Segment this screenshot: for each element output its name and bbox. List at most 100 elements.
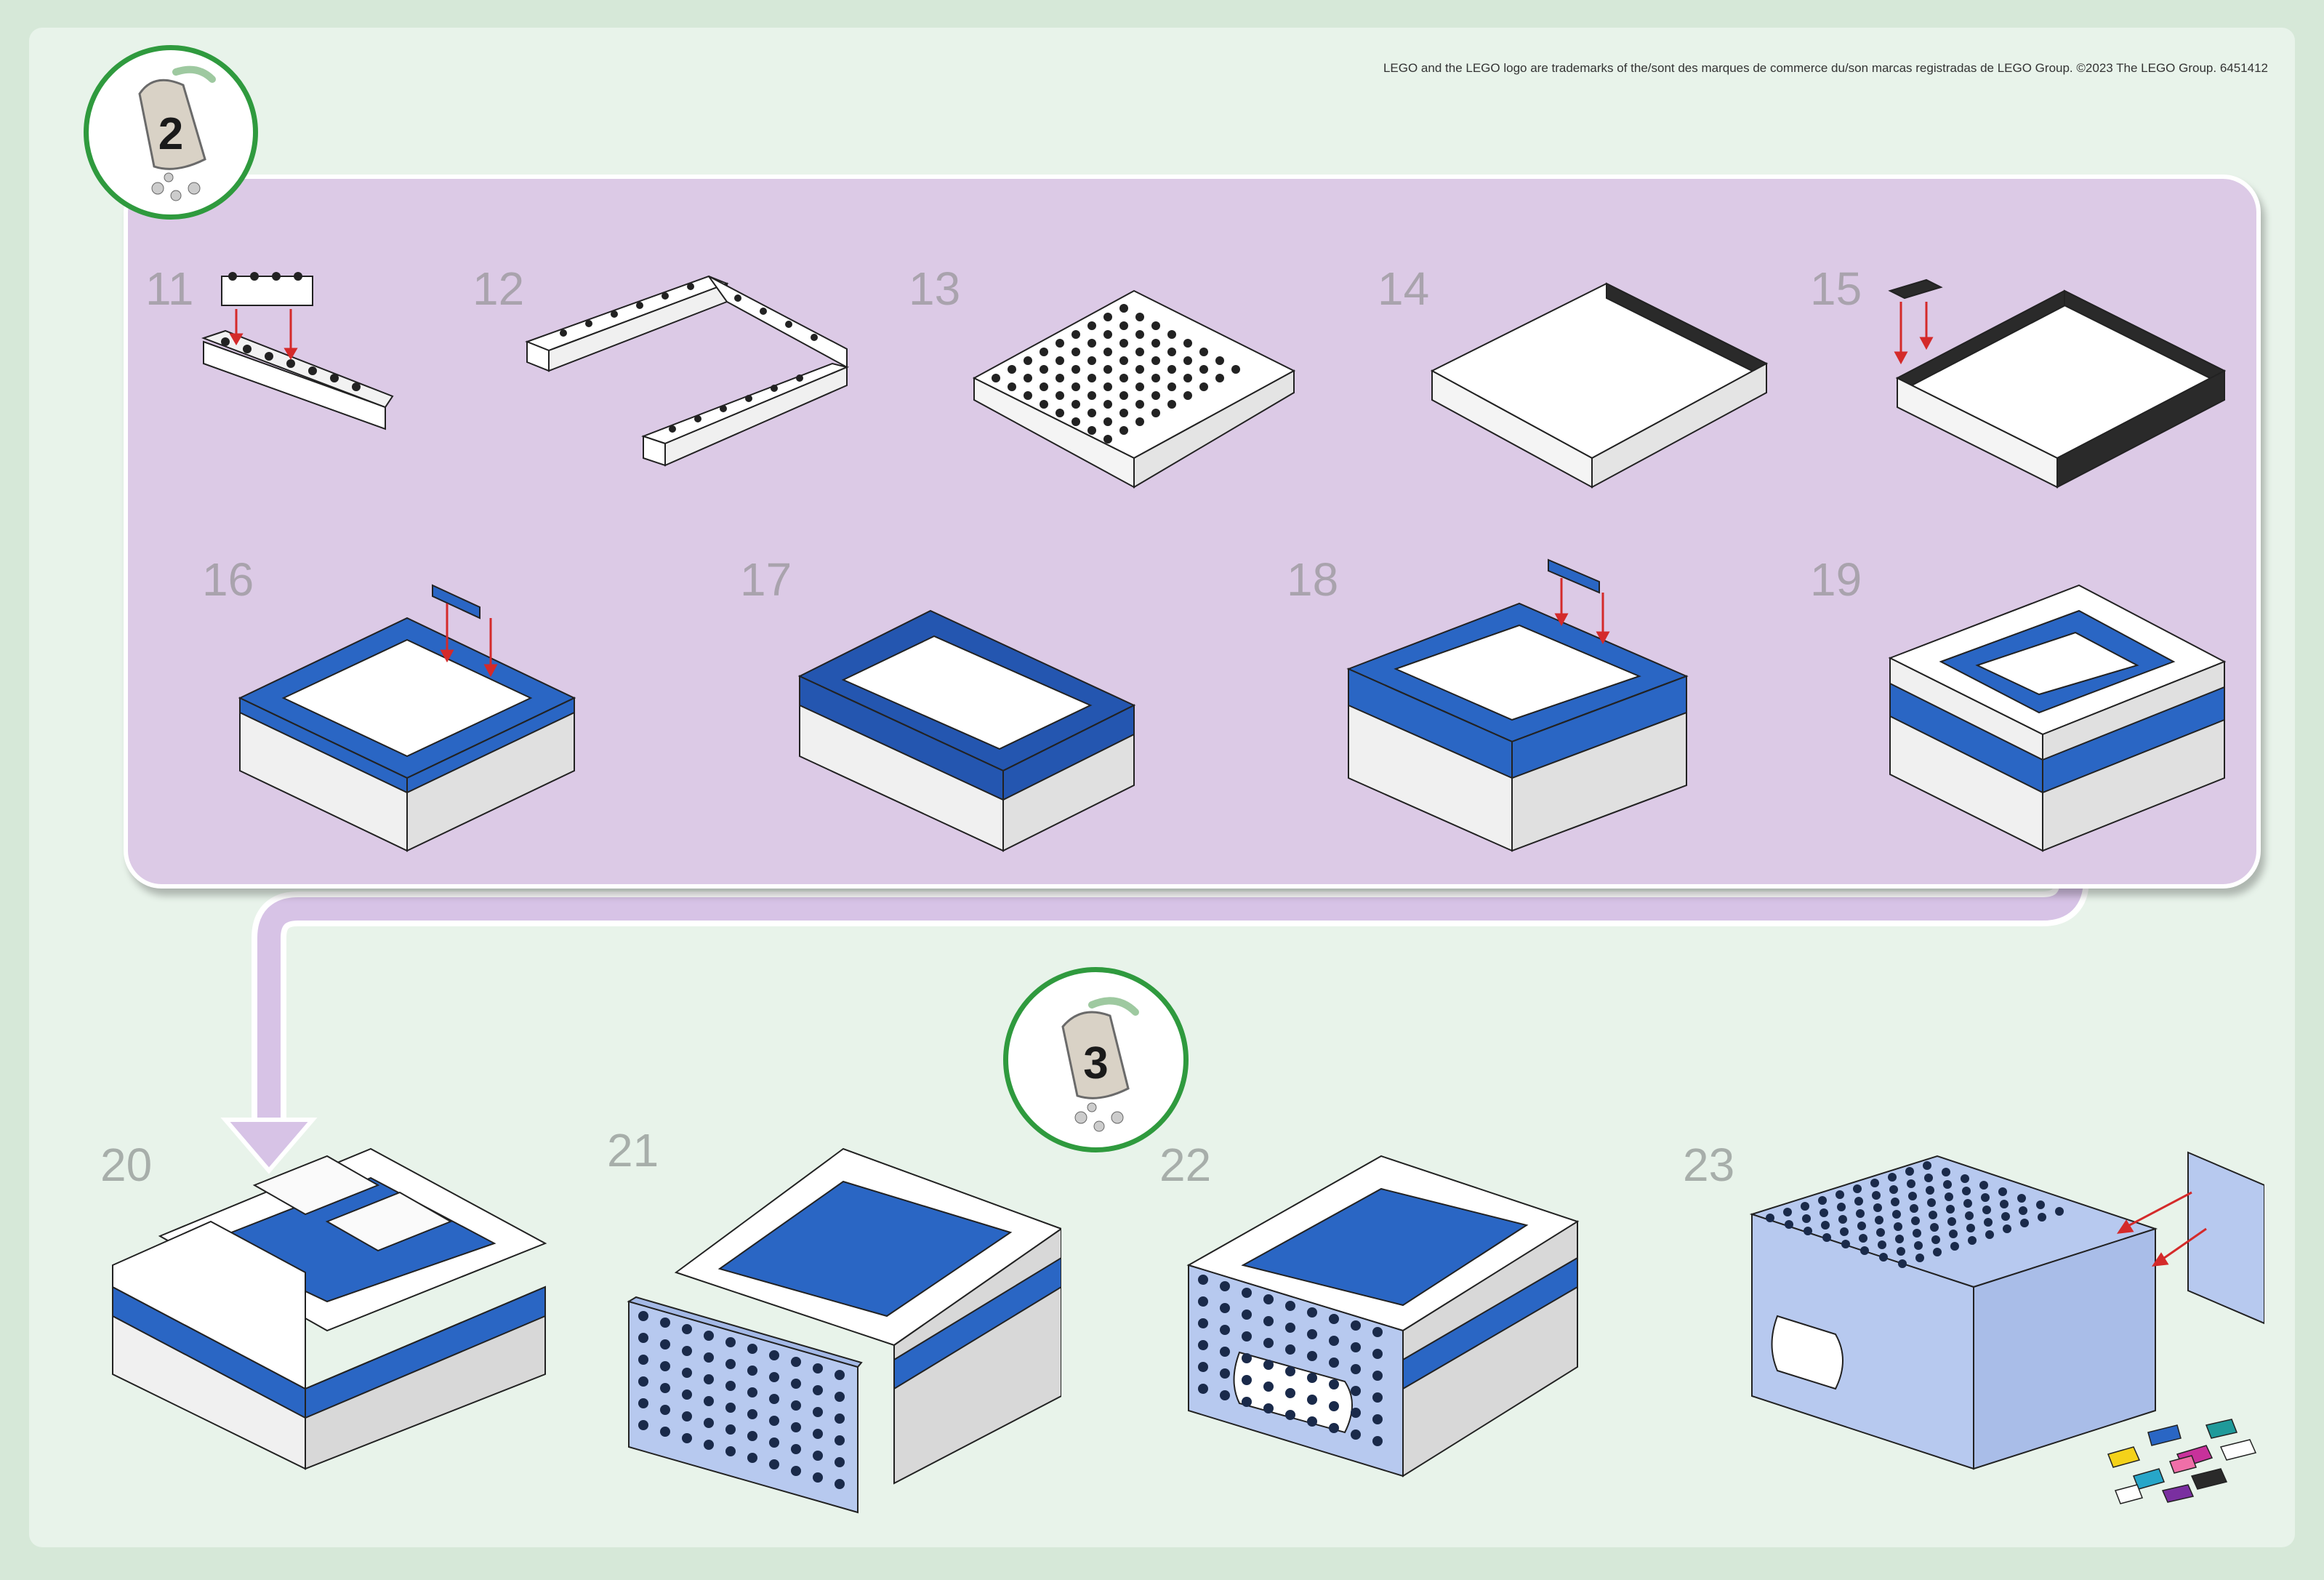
- stud: [704, 1331, 714, 1341]
- stud: [1307, 1416, 1317, 1427]
- stud: [747, 1431, 757, 1441]
- bag-icon: [1061, 997, 1139, 1132]
- step-20-illustration: [112, 1147, 547, 1470]
- stud: [1929, 1211, 1937, 1219]
- stud: [1220, 1347, 1230, 1357]
- stud: [1307, 1307, 1317, 1318]
- bag-2-number: 2: [158, 109, 184, 159]
- stud: [1878, 1240, 1886, 1249]
- stud: [682, 1411, 692, 1421]
- stud: [1911, 1216, 1920, 1225]
- red-arrow-icon: [1554, 578, 1610, 645]
- step-14-illustration: [1430, 282, 1769, 489]
- stud: [1888, 1173, 1897, 1182]
- stud: [1351, 1429, 1361, 1440]
- stud: [1263, 1382, 1274, 1392]
- stud: [638, 1311, 648, 1321]
- stud: [1135, 400, 1144, 409]
- stud: [1966, 1224, 1975, 1232]
- step-17-illustration: [797, 609, 1136, 852]
- stud: [1307, 1329, 1317, 1339]
- stud: [1820, 1208, 1828, 1217]
- stud: [1840, 1227, 1849, 1236]
- stud: [1873, 1203, 1882, 1212]
- stud: [1135, 417, 1144, 426]
- stud: [1372, 1371, 1383, 1381]
- stud: [1947, 1217, 1956, 1226]
- stud: [769, 1350, 779, 1360]
- stud: [1167, 365, 1176, 374]
- stud: [1841, 1240, 1850, 1248]
- stud: [1198, 1318, 1208, 1328]
- stud: [1167, 330, 1176, 339]
- stud: [1103, 382, 1112, 391]
- stud: [1804, 1227, 1812, 1235]
- stud: [1215, 356, 1224, 365]
- stud: [2055, 1207, 2064, 1216]
- stud: [1103, 435, 1112, 444]
- stud: [638, 1355, 648, 1365]
- red-arrow-icon: [1894, 302, 1934, 365]
- red-arrow-icon: [229, 309, 298, 360]
- stud: [1933, 1248, 1942, 1256]
- stud: [1853, 1184, 1862, 1193]
- stud: [1198, 1296, 1208, 1307]
- stud: [682, 1346, 692, 1356]
- stud: [1024, 374, 1032, 382]
- stud: [1870, 1179, 1879, 1187]
- stud: [1135, 365, 1144, 374]
- stud: [725, 1446, 736, 1456]
- stud: [791, 1357, 801, 1367]
- bag-3-number: 3: [1083, 1038, 1109, 1088]
- step-19-illustration: [1888, 584, 2227, 852]
- stud: [704, 1396, 714, 1406]
- stud: [1198, 1384, 1208, 1394]
- red-arrow-icon: [440, 603, 498, 678]
- stud: [813, 1385, 823, 1395]
- step-number-17: 17: [740, 553, 792, 606]
- stud: [835, 1392, 845, 1402]
- stud: [791, 1466, 801, 1476]
- stud: [1056, 356, 1064, 365]
- stud: [835, 1457, 845, 1467]
- stud: [2020, 1219, 2029, 1227]
- stud: [1071, 417, 1080, 426]
- stud: [1822, 1233, 1831, 1242]
- stud: [1087, 426, 1096, 435]
- stud: [1263, 1360, 1274, 1370]
- stud: [1220, 1390, 1230, 1400]
- step-11-illustration: [201, 272, 394, 430]
- stud: [1199, 365, 1208, 374]
- stud: [1056, 339, 1064, 348]
- stud: [1087, 391, 1096, 400]
- stud: [1199, 348, 1208, 356]
- stud: [1910, 1204, 1918, 1213]
- stud: [1872, 1191, 1881, 1200]
- stud: [769, 1372, 779, 1382]
- stud: [813, 1429, 823, 1439]
- stud: [1923, 1161, 1931, 1170]
- stud: [638, 1333, 648, 1343]
- stud: [1285, 1323, 1295, 1333]
- step-number-13: 13: [909, 262, 961, 315]
- stud: [791, 1379, 801, 1389]
- stud: [1198, 1340, 1208, 1350]
- step-18-illustration: [1346, 558, 1689, 852]
- stud: [1198, 1275, 1208, 1285]
- flow-arrow-icon: [220, 862, 2089, 1174]
- stud: [682, 1389, 692, 1400]
- stud: [1071, 400, 1080, 409]
- stud: [1119, 426, 1128, 435]
- stud: [704, 1440, 714, 1450]
- stud: [1231, 365, 1240, 374]
- stud: [1837, 1203, 1846, 1211]
- stud: [1087, 409, 1096, 417]
- stud: [1103, 313, 1112, 321]
- stud: [660, 1318, 670, 1328]
- stud: [1183, 391, 1192, 400]
- stud: [2019, 1206, 2027, 1215]
- step-21-illustration: [627, 1147, 1061, 1514]
- stud: [638, 1398, 648, 1408]
- step-number-22: 22: [1159, 1139, 1212, 1191]
- stud: [1924, 1174, 1933, 1182]
